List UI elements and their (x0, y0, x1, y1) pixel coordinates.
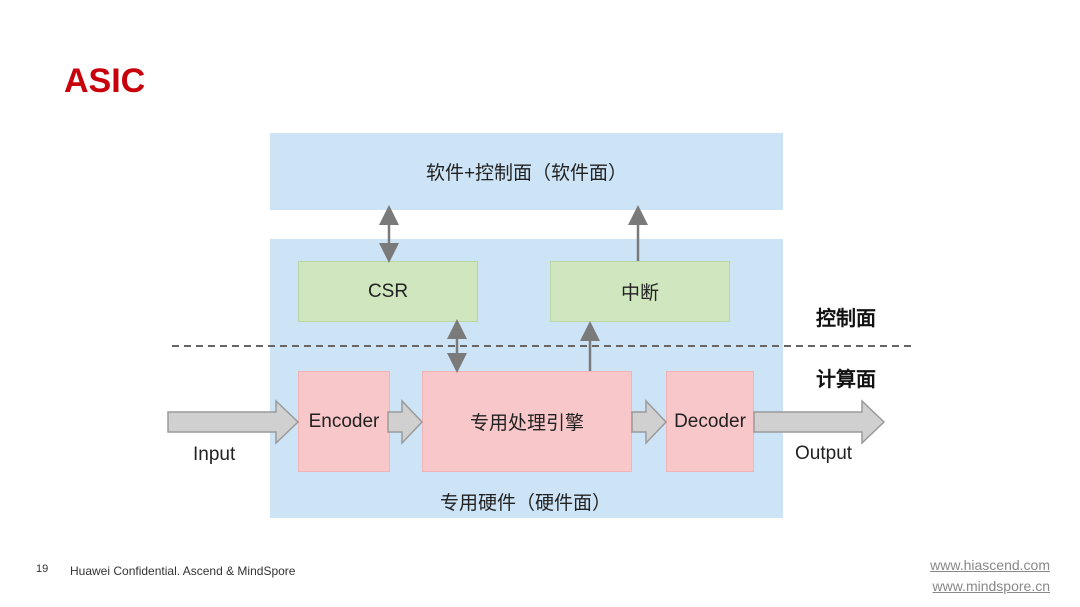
encoder-label: Encoder (308, 410, 380, 432)
output-label: Output (795, 443, 853, 464)
csr-label: CSR (367, 280, 409, 302)
hiascend-link[interactable]: www.hiascend.com (930, 557, 1050, 573)
interrupt-label: 中断 (620, 283, 659, 304)
software-layer-box: 软件+控制面（软件面） (270, 133, 783, 210)
page-number: 19 (36, 563, 49, 575)
processing-engine-module: 专用处理引擎 (422, 371, 632, 472)
encoder-engine-block-arrow (387, 399, 424, 445)
slide-title: ASIC (64, 62, 146, 100)
output-block-arrow (753, 399, 886, 445)
decoder-module: Decoder (666, 371, 754, 472)
compute-plane-label: 计算面 (816, 369, 876, 391)
decoder-label: Decoder (674, 410, 746, 432)
mindspore-link[interactable]: www.mindspore.cn (932, 578, 1051, 594)
input-label: Input (193, 444, 236, 465)
footer-confidential: Huawei Confidential. Ascend & MindSpore (70, 564, 296, 578)
csr-module: CSR (298, 261, 478, 322)
interrupt-module: 中断 (550, 261, 730, 322)
control-plane-label: 控制面 (816, 308, 876, 330)
hardware-layer-label: 专用硬件（硬件面） (440, 493, 612, 514)
software-layer-label: 软件+控制面（软件面） (425, 163, 628, 184)
processing-engine-label: 专用处理引擎 (469, 413, 584, 434)
input-block-arrow (167, 399, 300, 445)
encoder-module: Encoder (298, 371, 390, 472)
engine-decoder-block-arrow (631, 399, 668, 445)
